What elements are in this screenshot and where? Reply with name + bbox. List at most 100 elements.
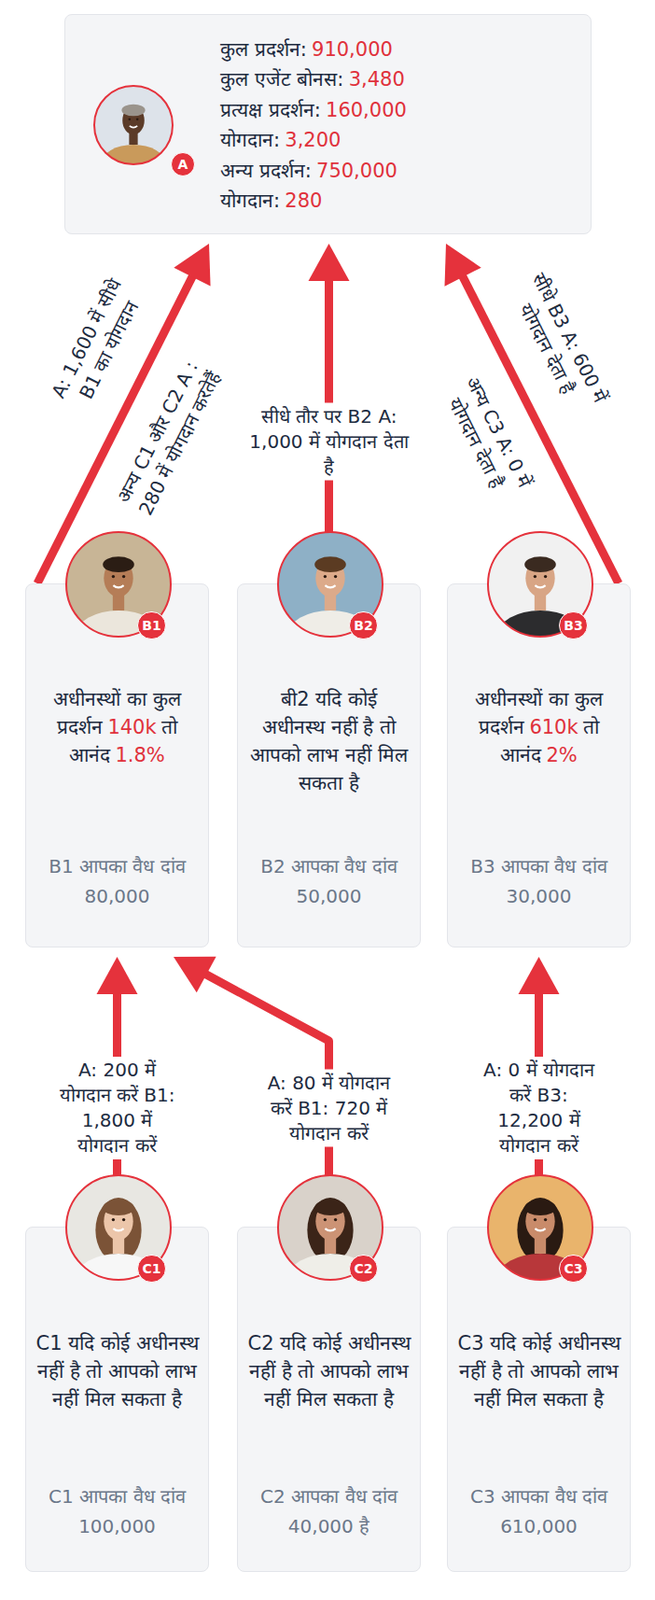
stake-group: C3 आपका वैध दांव610,000: [457, 1480, 621, 1541]
card-body: C3 यदि कोई अधीनस्थ नहीं है तो आपको लाभ न…: [457, 1328, 621, 1413]
arrow-head: [308, 243, 350, 281]
member-card: C2 C2 यदि कोई अधीनस्थ नहीं है तो आपको लाभ…: [236, 1226, 421, 1572]
stake-text: B1 आपका वैध दांव: [35, 850, 199, 881]
avatar-hair-top: [314, 1198, 347, 1215]
avatar-group: [487, 1174, 593, 1304]
stake-text: 30,000: [457, 880, 621, 911]
stat-label: प्रत्यक्ष प्रदर्शन:: [220, 98, 321, 122]
avatar-smile: [129, 125, 138, 128]
arrow-note: अन्य C1 और C2 A : 280 में योगदान करतेहैं: [107, 351, 229, 524]
stat-line: कुल प्रदर्शन:910,000: [220, 34, 393, 65]
highlight-value: 140k: [107, 715, 156, 739]
avatar-ring: [94, 85, 173, 165]
stake-text: 80,000: [35, 880, 199, 911]
stat-value: 3,200: [284, 128, 341, 152]
stake-text: C1 आपका वैध दांव: [35, 1480, 199, 1511]
card-body: C2 यदि कोई अधीनस्थ नहीं है तो आपको लाभ न…: [247, 1328, 411, 1413]
avatar-figure: [487, 531, 593, 661]
stake-group: B2 आपका वैध दांव50,000: [247, 850, 411, 911]
arrow-label: सीधे तौर पर B2 A: 1,000 में योगदान देता …: [245, 403, 414, 481]
avatar-eye: [333, 1217, 336, 1221]
stake-text: C2 आपका वैध दांव: [247, 1480, 411, 1511]
stake-text: 610,000: [457, 1510, 621, 1541]
badge-letter: C1: [141, 1261, 161, 1275]
stake-text: 100,000: [35, 1510, 199, 1541]
highlight-value: 610k: [529, 715, 578, 739]
badge-letter: C2: [353, 1261, 373, 1275]
stake-text: 50,000: [247, 880, 411, 911]
stake-group: B1 आपका वैध दांव80,000: [35, 850, 199, 911]
card-text: C1 यदि कोई अधीनस्थ नहीं है तो आपको लाभ न…: [35, 1331, 198, 1410]
badge-letter: C3: [563, 1261, 583, 1275]
member-card: B3अधीनस्थों का कुल प्रदर्शन610kतो आनंद2%…: [446, 583, 631, 948]
avatar-figure: [94, 85, 173, 182]
stat-label: कुल एजेंट बोनस:: [220, 68, 344, 91]
avatar-group: [66, 1174, 171, 1304]
avatar-eye: [532, 574, 536, 578]
member-card: B1अधीनस्थों का कुल प्रदर्शन140kतो आनंद1.…: [25, 583, 210, 948]
avatar-figure: [278, 1174, 383, 1304]
member-badge: A: [170, 152, 196, 177]
avatar-figure: [66, 531, 171, 661]
highlight-value: 1.8%: [114, 743, 165, 767]
arrow-label: A: 0 में योगदान करें B3: 12,200 में योगद…: [473, 1056, 605, 1159]
arrow-head: [97, 956, 139, 994]
member-badge: C1: [137, 1254, 166, 1283]
stake-text: C3 आपका वैध दांव: [457, 1480, 621, 1511]
stat-line: योगदान:3,200: [220, 125, 341, 155]
avatar-eye: [128, 117, 132, 121]
member-badge: B1: [137, 611, 166, 640]
arrow-note: अन्य C3 A: 0 में योगदान देता है: [426, 351, 549, 524]
stat-line: कुल एजेंट बोनस:3,480: [220, 64, 405, 95]
avatar-hair-top: [524, 1198, 557, 1215]
avatar-eye: [111, 1217, 114, 1221]
member-badge: B3: [558, 611, 587, 640]
avatar-eye: [333, 574, 336, 578]
member-card: C3 C3 यदि कोई अधीनस्थ नहीं है तो आपको लाभ…: [446, 1226, 631, 1572]
avatar-group: [487, 531, 593, 661]
arrow-label: A: 1,600 में सीधे B1 का योगदान: [36, 258, 158, 431]
stat-value: 160,000: [325, 98, 407, 122]
avatar-hair-top: [102, 556, 135, 572]
badge-letter: A: [178, 157, 189, 171]
card-text: C3 यदि कोई अधीनस्थ नहीं है तो आपको लाभ न…: [457, 1331, 620, 1410]
avatar-ring: [487, 1174, 593, 1280]
card-text: बी2 यदि कोई अधीनस्थ नहीं है तो आपको लाभ …: [250, 687, 407, 795]
avatar-eye: [322, 574, 326, 578]
stat-line: अन्य प्रदर्शन:750,000: [220, 155, 398, 186]
member-badge: C2: [348, 1254, 377, 1283]
arrow-label: A: 80 में योगदान करें B1: 720 में योगदान…: [264, 1069, 395, 1147]
stat-line: प्रत्यक्ष प्रदर्शन:160,000: [220, 95, 407, 126]
avatar-eye: [121, 574, 125, 578]
avatar-eye: [121, 1217, 125, 1221]
avatar-hair-top: [314, 556, 347, 572]
avatar-ring: [66, 1174, 171, 1280]
avatar-smile: [112, 585, 124, 587]
avatar-hair-top: [102, 1198, 135, 1215]
avatar-figure: [278, 531, 383, 661]
avatar-ring: [487, 531, 593, 637]
stake-text: 40,000 है: [247, 1510, 411, 1541]
avatar-hair: [516, 1197, 563, 1262]
member-card: A कुल प्रदर्शन:910,000कुल एजेंट बोनस:3,48…: [64, 13, 592, 235]
arrow-label: A: 200 में योगदान करें B1: 1,800 में योग…: [52, 1056, 183, 1159]
stat-line: योगदान:280: [220, 185, 322, 216]
arrow-head: [173, 243, 210, 287]
highlight-value: 2%: [545, 743, 577, 767]
avatar-ring: [66, 531, 171, 637]
avatar-figure: [66, 1174, 171, 1304]
card-text: C2 यदि कोई अधीनस्थ नहीं है तो आपको लाभ न…: [247, 1331, 410, 1410]
avatar-group: [66, 531, 171, 661]
arrow-label: सीधे B3 A: 600 में योगदान देता है: [496, 257, 619, 430]
stat-label: योगदान:: [220, 189, 280, 212]
avatar-eye: [543, 1217, 546, 1221]
avatar-ring: [278, 531, 383, 637]
avatar-smile: [324, 585, 335, 587]
avatar-eye: [111, 574, 114, 578]
avatar-figure: [487, 1174, 593, 1304]
stat-label: योगदान:: [220, 128, 280, 152]
avatar-group: [94, 85, 173, 182]
avatar-eye: [532, 1217, 536, 1221]
avatar-hair-top: [121, 104, 145, 117]
